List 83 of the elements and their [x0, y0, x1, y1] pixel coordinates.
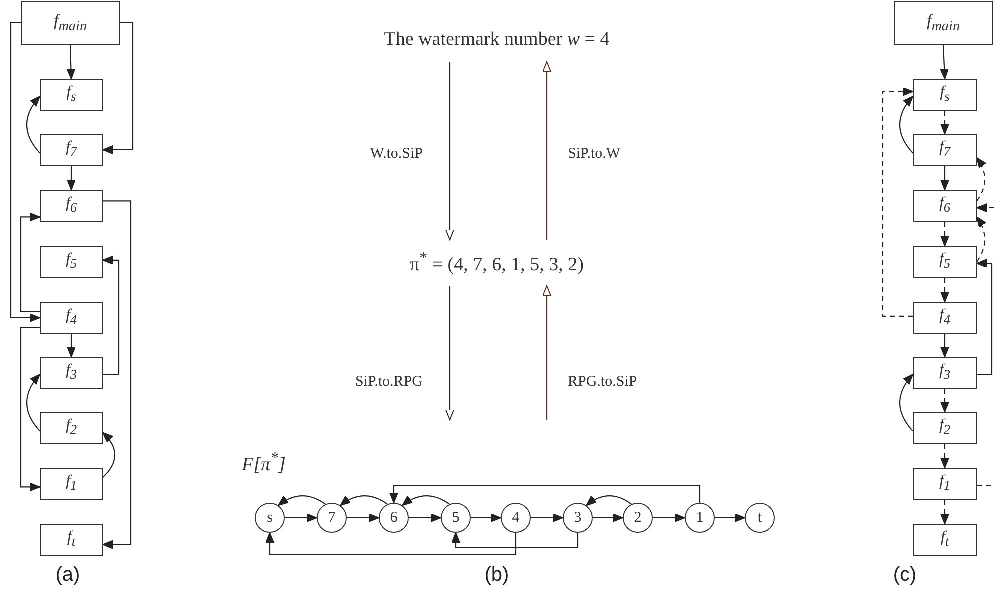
arrow: [347, 514, 380, 522]
arrow: [586, 496, 632, 506]
arrow: [102, 432, 116, 478]
arrow: [278, 496, 326, 506]
arrow: [102, 22, 134, 154]
arrow: [66, 44, 76, 80]
function-box: f$_{5}$: [40, 246, 103, 278]
graph-vertex: t: [745, 503, 775, 533]
function-box: f$_{s}$: [913, 79, 977, 111]
function-box: f$_{6}$: [40, 190, 103, 222]
function-box: f$_{s}$: [40, 79, 103, 111]
heading-text: The watermark number w = 4: [300, 18, 694, 62]
arrow: [471, 514, 502, 522]
arrow: [26, 96, 40, 154]
arrow: [653, 514, 686, 522]
graph-vertex: 4: [501, 503, 531, 533]
arrow: [940, 166, 950, 190]
dashed-arrow: [940, 278, 950, 302]
function-box: f$_{6}$: [913, 190, 977, 222]
connector-line: [977, 485, 994, 487]
arrow: [20, 327, 40, 492]
function-box: f$_{main}$: [21, 1, 120, 45]
panel-caption: (c): [893, 564, 917, 587]
function-box: f$_{2}$: [40, 412, 103, 444]
panel-caption: (b): [484, 564, 510, 587]
arrow: [67, 166, 76, 190]
function-box: f$_{main}$: [894, 1, 993, 45]
formula-text: π$^{*}$ = (4, 7, 6, 1, 5, 3, 2): [300, 240, 694, 286]
dashed-arrow: [940, 500, 950, 524]
arrow: [976, 259, 993, 376]
arrow: [542, 62, 552, 240]
dashed-arrow: [976, 216, 986, 262]
arrow: [940, 334, 950, 358]
dashed-arrow: [976, 158, 986, 202]
dashed-arrow: [940, 389, 950, 412]
arrow: [446, 286, 454, 420]
arrow: [102, 200, 132, 550]
arrow: [531, 514, 564, 522]
arrow: [593, 514, 624, 522]
function-box: f$_{3}$: [913, 357, 977, 389]
arrow: [900, 374, 914, 432]
graph-vertex: 2: [623, 503, 653, 533]
function-box: f$_{1}$: [913, 468, 977, 500]
arrow: [26, 374, 40, 432]
graph-vertex: s: [255, 503, 285, 533]
arrow: [10, 22, 40, 322]
function-box: f$_{5}$: [913, 246, 977, 278]
function-box: f$_{3}$: [40, 357, 103, 389]
arrow: [20, 212, 40, 312]
graph-vertex: 7: [317, 503, 347, 533]
arrow: [390, 485, 701, 504]
function-box: f$_{7}$: [913, 134, 977, 166]
function-box: f$_{t}$: [40, 524, 103, 556]
graph-title: F[π$^{*}$]: [242, 450, 286, 476]
dashed-arrow: [882, 87, 914, 317]
dashed-arrow: [940, 111, 950, 134]
function-box: f$_{1}$: [40, 468, 103, 500]
arrow: [102, 256, 120, 376]
arrow: [67, 334, 76, 358]
arrow: [266, 532, 517, 556]
arrow: [715, 514, 746, 522]
function-box: f$_{4}$: [913, 302, 977, 334]
arrow: [285, 514, 318, 522]
dashed-arrow: [940, 444, 950, 468]
function-box: f$_{2}$: [913, 412, 977, 444]
arrow: [452, 532, 579, 549]
graph-vertex: 1: [685, 503, 715, 533]
graph-vertex: 5: [441, 503, 471, 533]
graph-vertex: 6: [379, 503, 409, 533]
dashed-arrow: [976, 204, 994, 212]
graph-vertex: 3: [563, 503, 593, 533]
dashed-arrow: [940, 222, 950, 246]
arrow: [900, 96, 914, 154]
function-box: f$_{7}$: [40, 134, 103, 166]
arrow: [940, 44, 950, 80]
function-box: f$_{4}$: [40, 302, 103, 334]
arrow: [340, 496, 388, 506]
arrow: [542, 286, 552, 420]
function-box: f$_{t}$: [913, 524, 977, 556]
arrow: [402, 496, 450, 506]
arrow: [446, 62, 454, 240]
arrow: [409, 514, 442, 522]
panel-caption: (a): [56, 564, 80, 587]
